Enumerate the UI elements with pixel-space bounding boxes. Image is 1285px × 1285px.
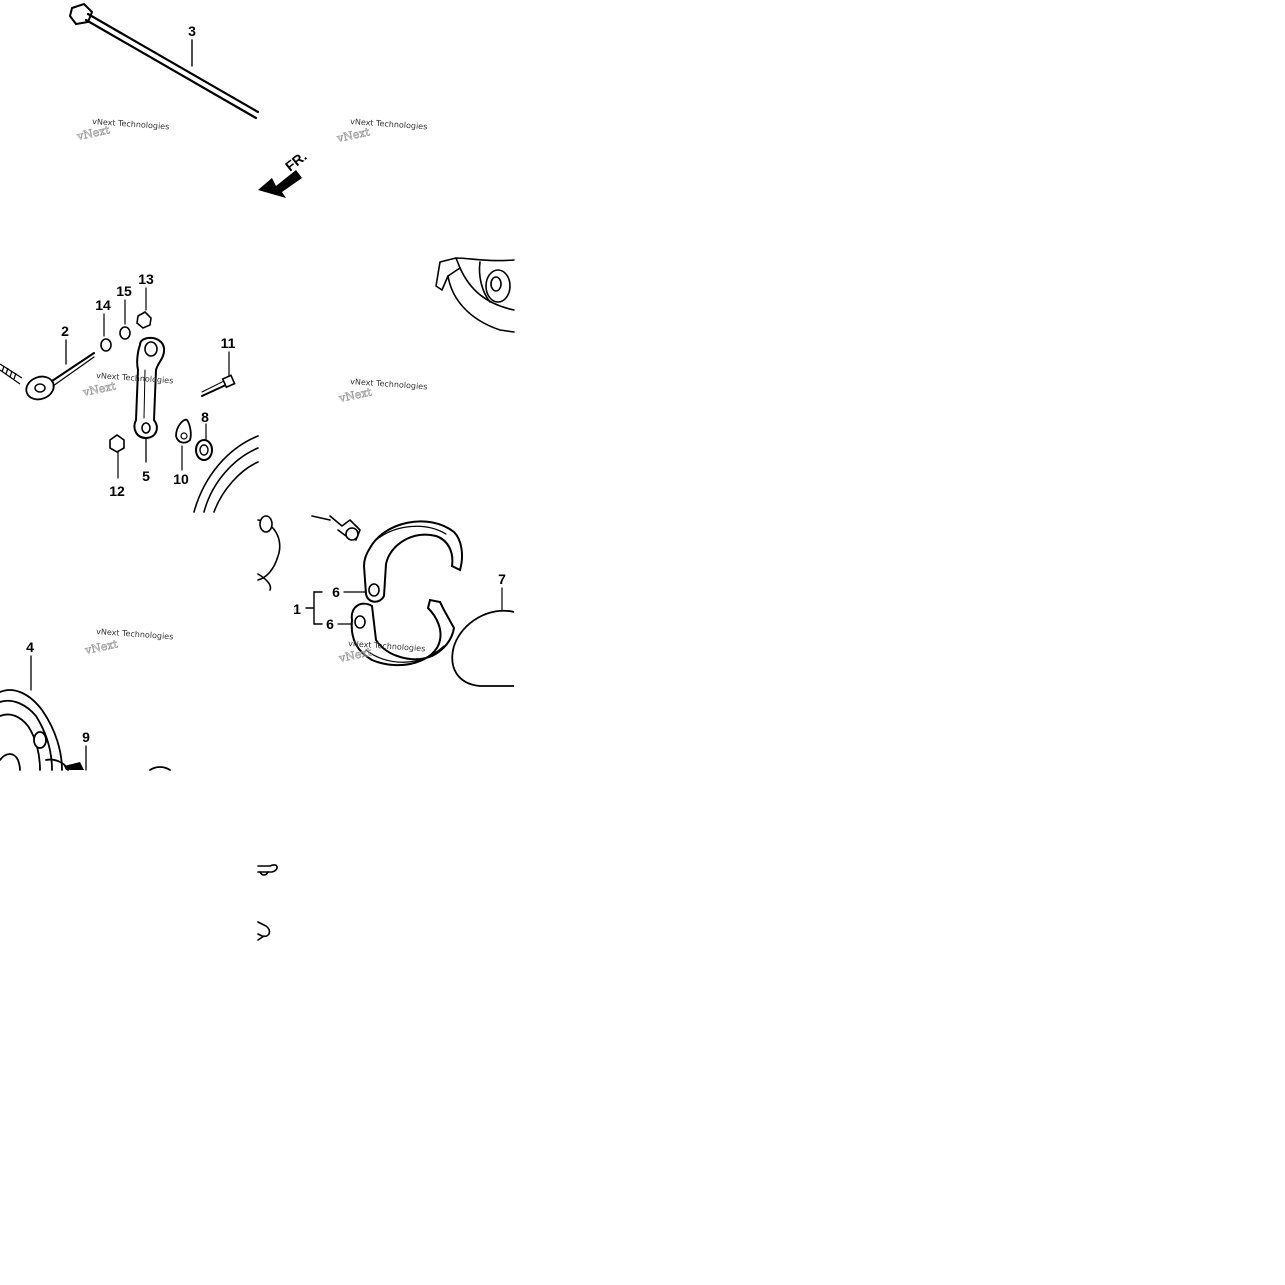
cotter-pin-lower: [257, 921, 271, 941]
brake-cam-fragment: [311, 515, 361, 541]
fr-label: FR.: [282, 148, 310, 174]
brake-shoe-lower-part-6: [350, 598, 456, 667]
callout-5: 5: [142, 468, 150, 484]
watermark-6: vNext Technologies vNext: [83, 627, 174, 657]
front-direction-arrow: FR.: [258, 148, 310, 198]
callout-14: 14: [95, 297, 111, 313]
wheel-hub-fragment: [435, 257, 515, 333]
cotter-pin-upper: [257, 864, 278, 876]
bracket-1: [305, 591, 323, 625]
callout-9: 9: [82, 729, 90, 745]
watermark-3: vNext Technologies vNext: [81, 371, 174, 399]
callout-2: 2: [61, 323, 69, 339]
chain-adjuster-part-2: [0, 352, 95, 401]
brake-shoe-upper-part-6: [362, 520, 463, 603]
callout-10: 10: [173, 471, 189, 487]
watermark-2: vNext Technologies vNext: [335, 117, 428, 145]
seal-part-8: [195, 439, 213, 461]
bolt-part-11: [201, 374, 236, 397]
callout-11: 11: [221, 335, 236, 351]
nut-part-15: [119, 326, 131, 340]
callout-6a: 6: [332, 584, 340, 600]
callout-12: 12: [109, 483, 125, 499]
torque-link-part-5: [133, 336, 166, 440]
svg-text:vNext: vNext: [83, 637, 120, 657]
callout-6b: 6: [326, 616, 334, 632]
svg-text:vNext: vNext: [81, 379, 118, 399]
nut-part-9: [64, 762, 84, 770]
callout-4: 4: [26, 639, 34, 655]
nut-part-12: [109, 434, 125, 453]
brake-panel-edge: [193, 435, 259, 513]
callout-8: 8: [201, 409, 209, 425]
watermark-1: vNext Technologies vNext: [75, 117, 170, 143]
washer-part-14: [100, 338, 112, 352]
nut-part-13: [136, 311, 152, 329]
callout-13: 13: [138, 271, 154, 287]
callout-15: 15: [116, 283, 132, 299]
svg-text:vNext: vNext: [337, 645, 374, 665]
watermark-4: vNext Technologies vNext: [337, 377, 428, 405]
svg-text:vNext: vNext: [75, 123, 112, 143]
svg-text:vNext: vNext: [337, 385, 374, 405]
callout-7: 7: [498, 571, 506, 587]
axle-part-3: [68, 2, 260, 120]
callout-3: 3: [188, 23, 196, 39]
wheel-part-4: [0, 689, 171, 771]
o-ring-part-7: [451, 609, 515, 687]
svg-text:vNext: vNext: [335, 125, 372, 145]
callout-1: 1: [293, 601, 301, 617]
brake-panel-center: [257, 515, 281, 591]
